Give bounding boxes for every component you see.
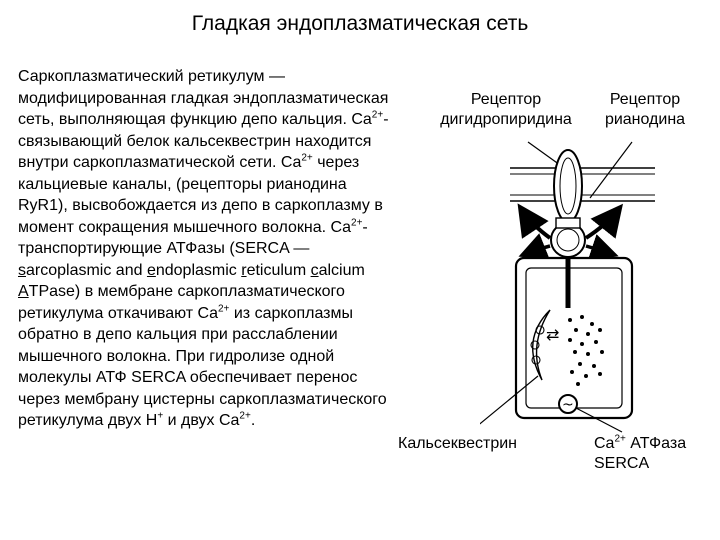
ca-release-arrow-right-low xyxy=(585,234,619,261)
ca-release-arrow-left-low xyxy=(518,233,551,260)
dhp-pointer-line xyxy=(527,141,561,166)
serca-symbol: ~ xyxy=(562,397,574,413)
ca-release-arrow-left xyxy=(517,203,552,240)
sr-cisterna-inner xyxy=(525,267,623,409)
serca-atpase-label: Ca2+ АТФаза SERCA xyxy=(594,433,687,472)
exchange-symbol: ⇄ xyxy=(546,325,559,344)
calsequestrin xyxy=(532,309,551,381)
page-title: Гладкая эндоплазматическая сеть xyxy=(191,12,529,35)
sarcoplasmic-reticulum-diagram: ⇄ ~ xyxy=(480,141,655,433)
ryr-pointer-line xyxy=(589,141,633,199)
serca-pointer-line xyxy=(575,407,623,433)
calsequestrin-label: Кальсеквестрин xyxy=(398,435,518,452)
calcium-ions xyxy=(568,315,604,386)
ryanodine-receptor-label: Рецептор рианодина xyxy=(604,91,686,128)
body-paragraph: Саркоплазматический ретикулум — модифици… xyxy=(18,68,389,429)
dihydropyridine-receptor xyxy=(553,149,583,223)
serca-pump xyxy=(558,394,578,414)
csq-pointer-line xyxy=(480,375,539,425)
ca-release-arrow-right xyxy=(584,203,623,240)
dihydropyridine-receptor-label: Рецептор дигидропиридина xyxy=(440,91,572,128)
